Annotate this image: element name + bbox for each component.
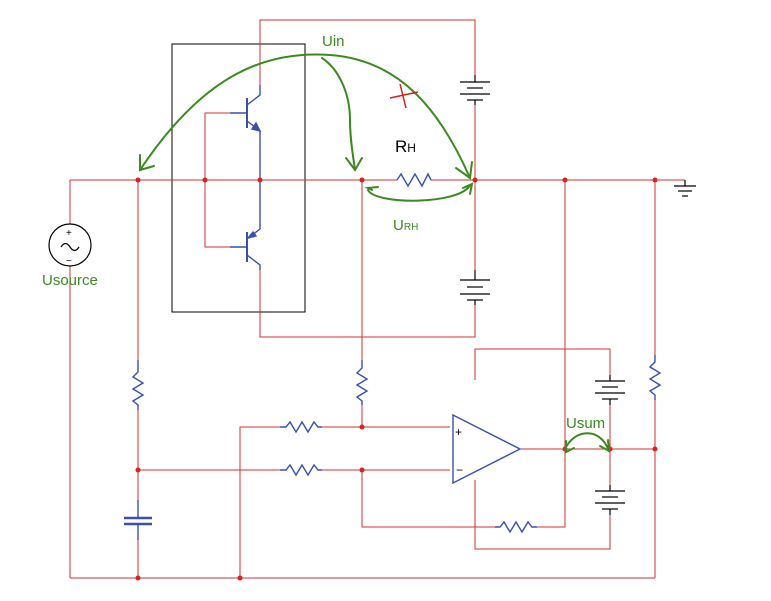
nodes [135,177,658,581]
label-usum: Usum [566,415,605,432]
resistor-input-plus [280,420,322,434]
components [124,85,662,540]
uin-branch-arrow [321,57,356,171]
battery-right-top [595,375,625,405]
label-uin: Uin [322,33,345,50]
resistor-feedback [495,520,537,534]
ac-source-plus: + [66,228,72,239]
ground-symbol [674,180,696,197]
transistor-enclosure [171,43,306,313]
battery-top [460,75,490,105]
op-amp-plus: + [455,425,462,439]
resistor-right [648,355,662,400]
ac-source-minus: − [66,256,72,267]
lower-transistor [230,180,261,270]
resistor-input-minus [280,463,322,477]
resistor-middle [355,360,369,405]
upper-transistor [230,85,262,180]
label-rh: RH [395,137,416,156]
wiring [69,19,685,579]
red-cross-mark [389,83,419,109]
ac-source [48,223,92,267]
resistor-left [131,360,145,410]
battery-right-bottom [595,485,625,515]
label-urh: URH [393,217,418,234]
op-amp [452,413,522,485]
uin-arc [139,53,471,179]
battery-middle [460,270,490,305]
resistor-rh [396,172,432,188]
annotations [139,53,611,454]
usum-arrow [564,432,609,450]
urh-arrow [367,184,471,202]
label-usource: Usource [42,272,98,289]
op-amp-minus: − [456,463,463,477]
batteries [48,75,696,515]
capacitor [124,500,152,540]
